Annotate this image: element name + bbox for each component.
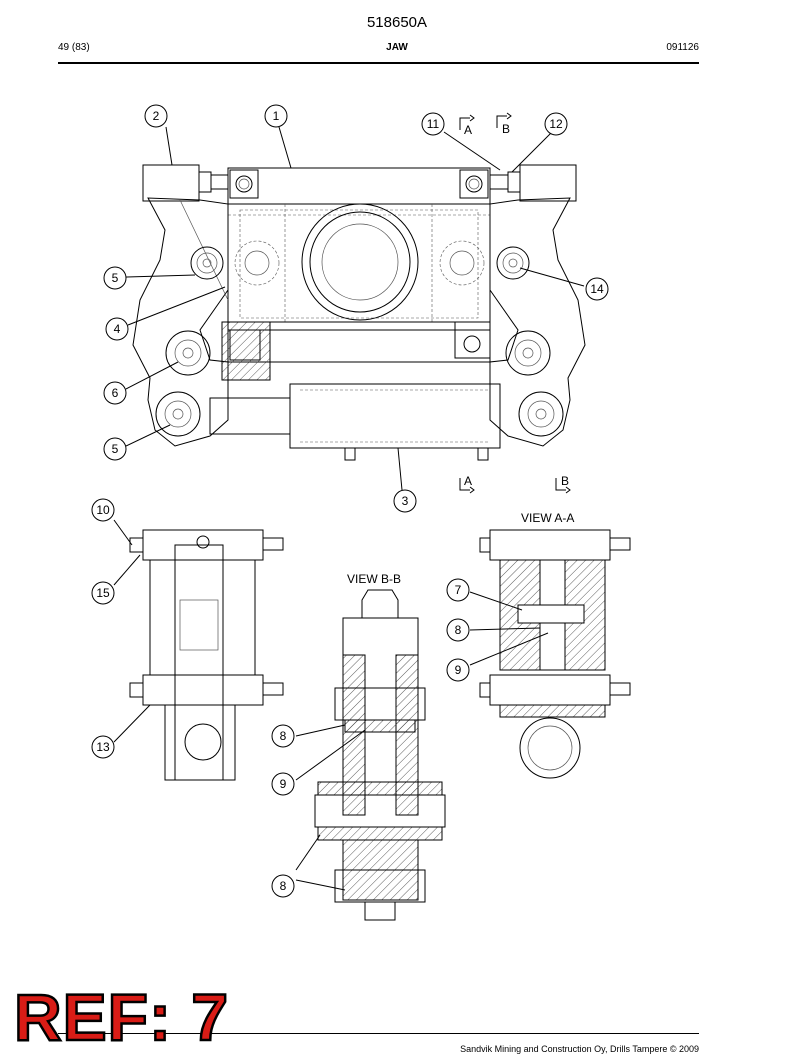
svg-text:9: 9 [280,777,287,791]
callout-5-lower: 5 [103,437,127,461]
callout-15: 15 [91,581,115,605]
callout-4: 4 [105,317,129,341]
svg-text:5: 5 [112,271,119,285]
svg-text:3: 3 [402,494,409,508]
svg-text:10: 10 [96,503,110,517]
footer-divider [58,1033,699,1034]
section-title: JAW [386,42,408,53]
reference-stamp: REF: 7 [13,980,230,1054]
section-view-bb [314,589,446,921]
svg-text:14: 14 [590,282,604,296]
footer-copyright: Sandvik Mining and Construction Oy, Dril… [460,1044,699,1054]
svg-text:4: 4 [114,322,121,336]
callout-1: 1 [264,104,288,128]
svg-text:12: 12 [549,117,563,131]
svg-text:15: 15 [96,586,110,600]
document-number: 518650A [366,14,428,31]
section-a-label: A [464,123,472,137]
svg-text:8: 8 [280,879,287,893]
svg-text:5: 5 [112,442,119,456]
document-date: 091126 [666,42,699,53]
callout-6: 6 [103,381,127,405]
svg-text:2: 2 [153,109,160,123]
view-bb-label: VIEW B-B [347,572,401,586]
callout-7: 7 [446,578,470,602]
callout-9-aa: 9 [446,658,470,682]
callout-10: 10 [91,498,115,522]
view-aa-label: VIEW A-A [521,511,574,525]
section-b-label-lower: B [561,474,569,488]
svg-text:1: 1 [273,109,280,123]
svg-text:8: 8 [455,623,462,637]
svg-text:8: 8 [280,729,287,743]
svg-text:13: 13 [96,740,110,754]
callout-3: 3 [393,489,417,513]
callout-8-bb-lower: 8 [271,874,295,898]
svg-text:7: 7 [455,583,462,597]
page-number: 49 (83) [58,42,90,53]
svg-text:11: 11 [427,117,440,131]
leader-lines [113,126,585,891]
section-b-label: B [502,122,510,136]
main-assembly-view [132,164,586,461]
callout-13: 13 [91,735,115,759]
header-divider [58,62,699,64]
svg-text:9: 9 [455,663,462,677]
callout-2: 2 [144,104,168,128]
svg-text:6: 6 [112,386,119,400]
callout-8-bb-upper: 8 [271,724,295,748]
section-view-aa [479,529,631,779]
callout-11: 11 [421,112,445,136]
section-markers: A B A B VIEW A-A VIEW B-B [347,112,574,586]
callout-8-aa: 8 [446,618,470,642]
section-a-label-lower: A [464,474,472,488]
callout-12: 12 [544,112,568,136]
callout-9-bb: 9 [271,772,295,796]
callout-14: 14 [585,277,609,301]
callout-5-upper: 5 [103,266,127,290]
side-view [129,529,284,781]
